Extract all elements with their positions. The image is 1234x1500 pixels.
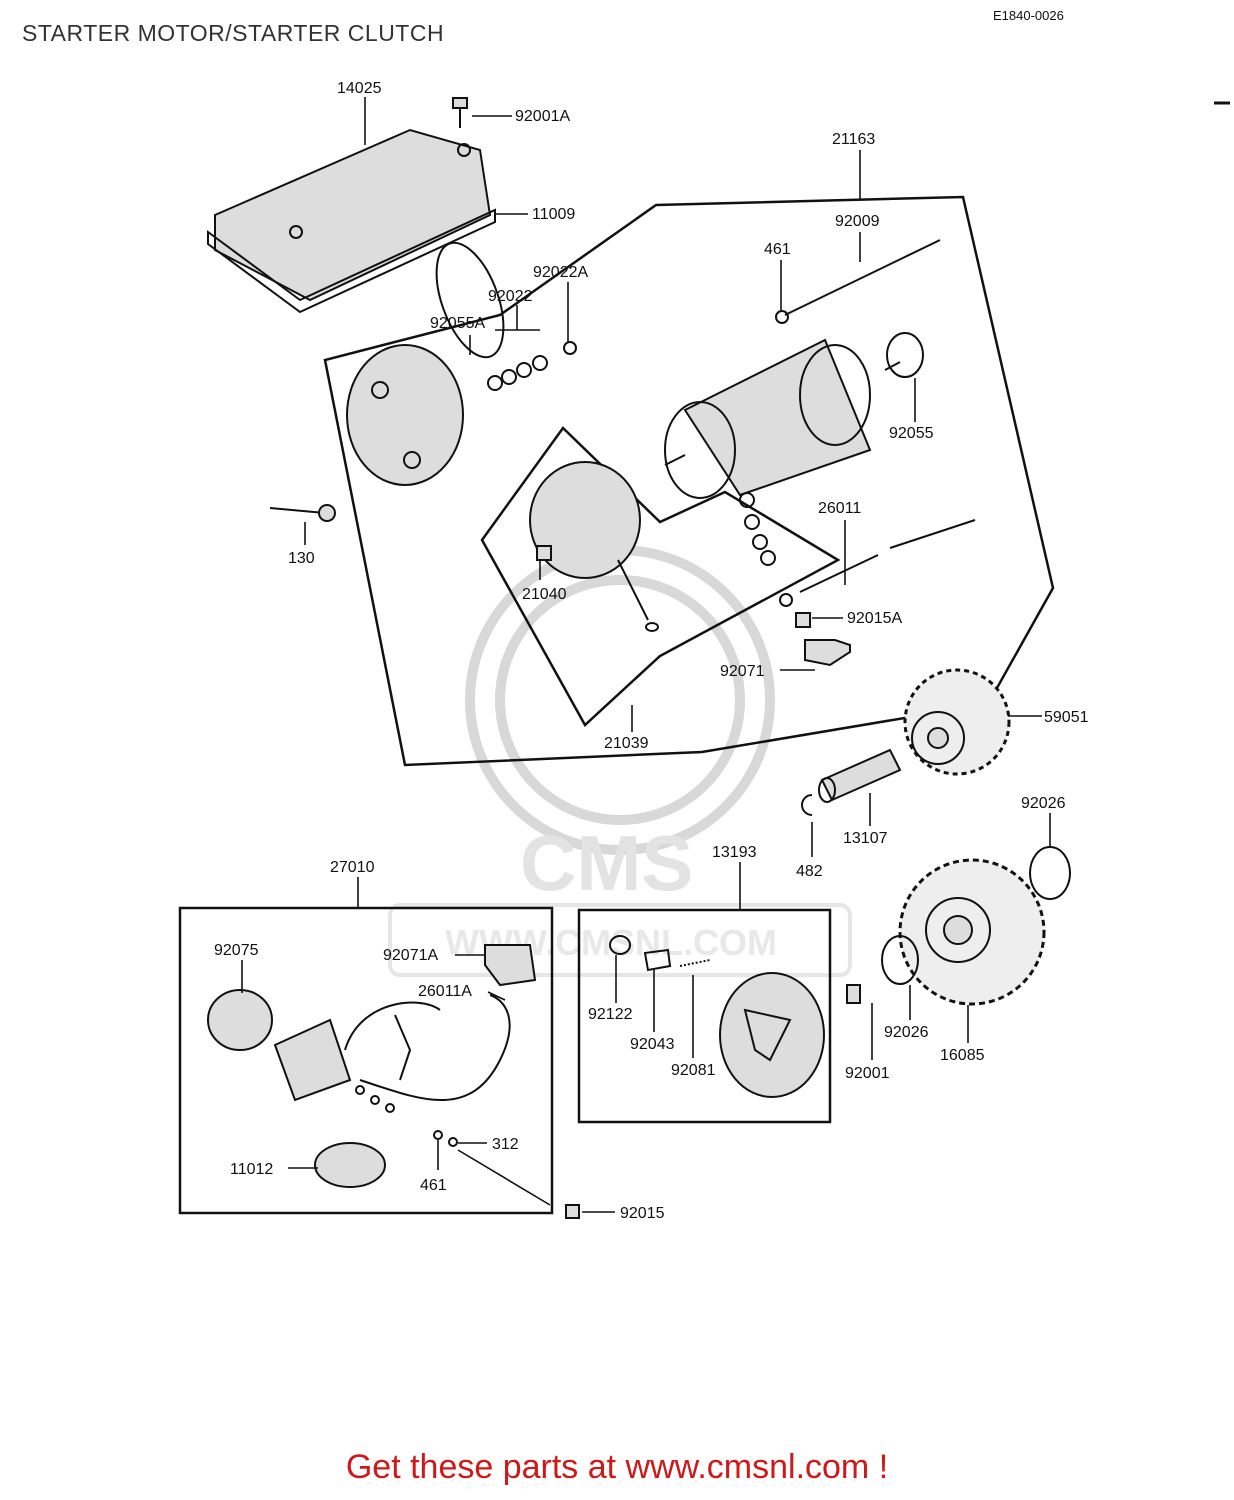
bolt-92001A <box>452 97 468 128</box>
electric-starter-box <box>178 906 554 1215</box>
bolt-92015 <box>565 1204 580 1219</box>
terminal-stack <box>739 492 851 667</box>
drawing-code: E1840-0026 <box>993 8 1064 23</box>
label-92055: 92055 <box>889 425 934 442</box>
lead-rod-right <box>889 519 976 549</box>
label-59051: 59051 <box>1044 709 1089 726</box>
lead-rod-26011 <box>799 554 879 593</box>
brush-holder-subassembly-frame <box>480 426 841 727</box>
label-461-lower: 461 <box>420 1177 447 1194</box>
circlip-482 <box>801 794 813 816</box>
label-92015: 92015 <box>620 1205 665 1222</box>
washer-92026-upper <box>1029 846 1071 900</box>
starter-clutch-box <box>577 908 832 1124</box>
label-92015A: 92015A <box>847 610 902 627</box>
starter-clutch <box>609 935 861 1098</box>
bolt-130 <box>269 504 336 522</box>
gear-16085 <box>898 858 1046 1006</box>
motor-body <box>664 332 924 499</box>
label-92009: 92009 <box>835 213 880 230</box>
electric-starter-contents <box>207 944 537 1188</box>
washer-stack <box>487 341 577 391</box>
label-21040: 21040 <box>522 586 567 603</box>
label-16085: 16085 <box>940 1047 985 1064</box>
label-92081: 92081 <box>671 1062 716 1079</box>
label-21039: 21039 <box>604 735 649 752</box>
footer-cta: Get these parts at www.cmsnl.com ! <box>0 1448 1234 1487</box>
leader-lines <box>241 97 1051 1213</box>
label-92001A: 92001A <box>515 108 570 125</box>
label-92001: 92001 <box>845 1065 890 1082</box>
washer-461 <box>775 310 789 324</box>
washer-92026-lower <box>881 935 919 985</box>
label-92026-upper: 92026 <box>1021 795 1066 812</box>
gear-59051 <box>903 668 1011 776</box>
label-461-upper: 461 <box>764 241 791 258</box>
end-cover-part <box>346 241 505 486</box>
brush-holder <box>529 461 659 632</box>
label-13193: 13193 <box>712 844 757 861</box>
label-92071: 92071 <box>720 663 765 680</box>
label-92043: 92043 <box>630 1036 675 1053</box>
label-312: 312 <box>492 1136 519 1153</box>
label-14025: 14025 <box>337 80 382 97</box>
label-92075: 92075 <box>214 942 259 959</box>
shaft-13107 <box>818 748 902 803</box>
label-27010: 27010 <box>330 859 375 876</box>
label-130: 130 <box>288 550 315 567</box>
label-92026-lower: 92026 <box>884 1024 929 1041</box>
label-92071A: 92071A <box>383 947 438 964</box>
label-92122: 92122 <box>588 1006 633 1023</box>
label-26011A: 26011A <box>418 983 472 1000</box>
page-title: STARTER MOTOR/STARTER CLUTCH <box>22 20 445 46</box>
label-92022A: 92022A <box>533 264 588 281</box>
watermark-brand: CMS <box>520 819 693 907</box>
label-26011: 26011 <box>818 500 861 517</box>
label-92022: 92022 <box>488 288 533 305</box>
label-21163: 21163 <box>832 131 875 148</box>
through-bolt <box>784 239 941 316</box>
label-11009: 11009 <box>532 206 575 223</box>
label-11012: 11012 <box>230 1161 273 1178</box>
part-labels: 14025 92001A 11009 21163 92009 461 92022… <box>214 80 1089 1222</box>
label-92055A: 92055A <box>430 315 485 332</box>
label-13107: 13107 <box>843 830 888 847</box>
cover-part <box>207 128 496 314</box>
starter-motor-assembly-frame <box>323 195 1055 767</box>
footer-cta-link[interactable]: Get these parts at www.cmsnl.com ! <box>345 1448 889 1486</box>
label-482: 482 <box>796 863 823 880</box>
